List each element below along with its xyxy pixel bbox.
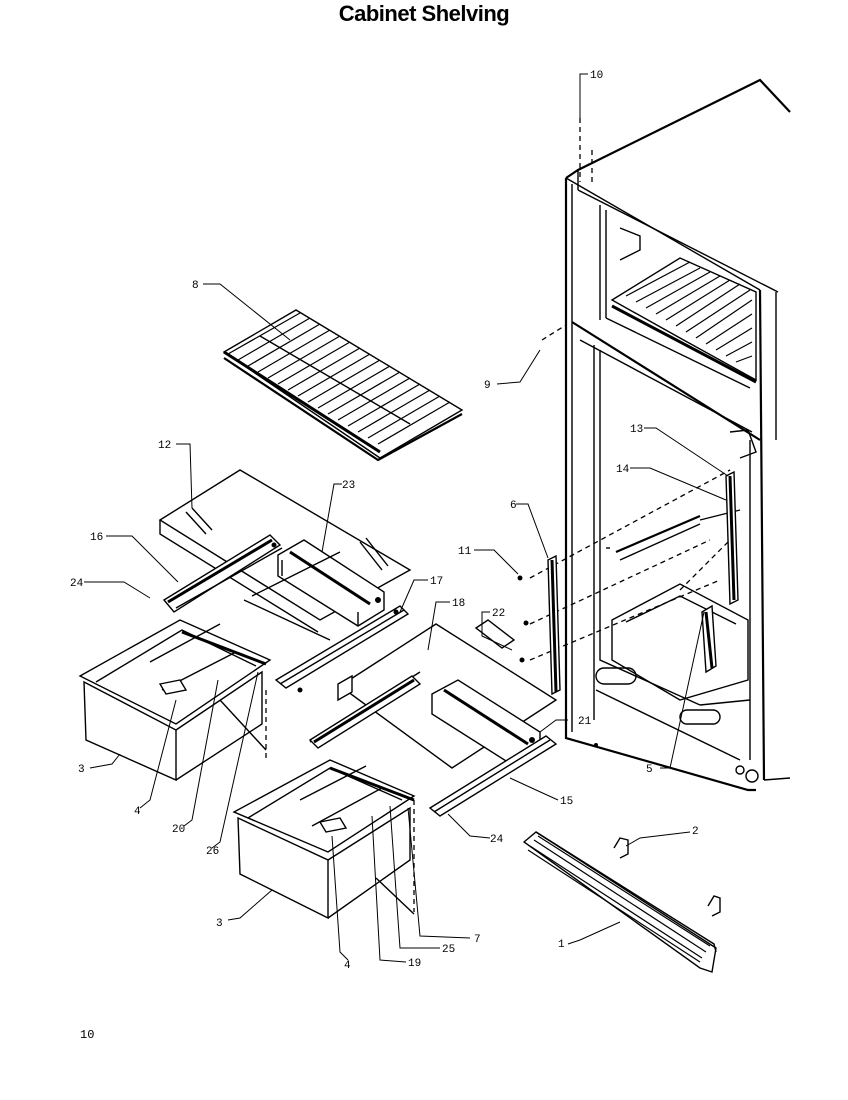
callout-7: 7: [474, 934, 481, 946]
callout-3-upper: 3: [78, 764, 85, 776]
callout-25: 25: [442, 944, 455, 956]
callout-10: 10: [590, 70, 603, 82]
part-17-rail: [274, 605, 410, 693]
callout-4-lower: 4: [344, 960, 351, 972]
part-16-pan-support: [162, 534, 283, 613]
callout-15: 15: [560, 796, 573, 808]
part-2-grille-clip: [613, 837, 721, 917]
callout-16: 16: [90, 532, 103, 544]
callout-18: 18: [452, 598, 465, 610]
callout-21: 21: [578, 716, 592, 728]
part-1-base-grille: [522, 831, 717, 973]
diagram-title: Cabinet Shelving: [338, 1, 510, 26]
callout-17: 17: [430, 576, 443, 588]
callout-24-right: 24: [490, 834, 504, 846]
callout-20: 20: [172, 824, 185, 836]
part-3-crisper-drawer-lower: [232, 759, 416, 920]
callout-9: 9: [484, 380, 491, 392]
refrigerator-cabinet: [517, 78, 791, 792]
callout-labels: 1 2 3 3 4 4 5 6 7 8 9 10 11 12 13 14 15 …: [70, 70, 699, 972]
callout-8: 8: [192, 280, 199, 292]
part-5-drawer-guide: [701, 604, 717, 674]
part-15-pan-support: [308, 675, 558, 817]
callout-12: 12: [158, 440, 171, 452]
callout-24-left: 24: [70, 578, 84, 590]
callout-5: 5: [646, 764, 653, 776]
callout-22: 22: [492, 608, 505, 620]
callout-1: 1: [558, 939, 565, 951]
callout-3-lower: 3: [216, 918, 223, 930]
callout-19: 19: [408, 958, 421, 970]
callout-13: 13: [630, 424, 643, 436]
callout-4-upper: 4: [134, 806, 141, 818]
part-3-crisper-drawer-upper: [78, 619, 272, 782]
part-13-shelf-support-right: [725, 470, 739, 606]
callout-26: 26: [206, 846, 219, 858]
callout-23: 23: [342, 480, 355, 492]
part-6-shelf-support-left: [547, 554, 561, 696]
part-8-wire-shelf: [222, 309, 464, 462]
page-number: 10: [80, 1028, 95, 1042]
callout-2: 2: [692, 826, 699, 838]
part-23-rod-2: [251, 551, 341, 597]
part-23-shelf-bracket: [277, 539, 385, 627]
callout-11: 11: [458, 546, 472, 558]
callout-14: 14: [616, 464, 630, 476]
callout-6: 6: [510, 500, 517, 512]
part-23-rod: [243, 599, 331, 641]
leader-lines: [84, 73, 729, 963]
